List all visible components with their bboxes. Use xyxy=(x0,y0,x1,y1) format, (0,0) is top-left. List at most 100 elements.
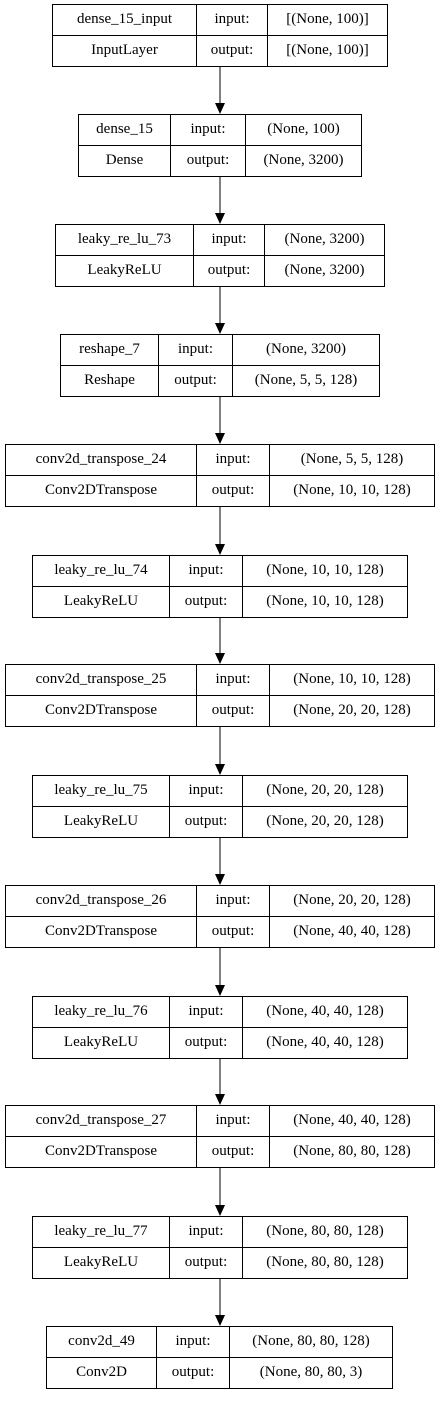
input-label: input: xyxy=(197,886,270,917)
arrowhead-icon xyxy=(215,985,225,996)
output-label: output: xyxy=(194,255,265,286)
input-shape: (None, 100) xyxy=(246,115,361,146)
input-shape: (None, 80, 80, 128) xyxy=(243,1217,407,1248)
input-label: input: xyxy=(171,115,246,146)
input-label: input: xyxy=(157,1327,230,1358)
layer-type: Reshape xyxy=(61,365,159,396)
input-label: input: xyxy=(197,665,270,696)
output-label: output: xyxy=(159,365,233,396)
arrowhead-icon xyxy=(215,544,225,555)
layer-name: leaky_re_lu_74 xyxy=(33,556,170,587)
arrowhead-icon xyxy=(215,213,225,224)
arrowhead-icon xyxy=(215,1094,225,1105)
arrowhead-icon xyxy=(215,764,225,775)
output-label: output: xyxy=(197,1136,270,1167)
input-shape: (None, 40, 40, 128) xyxy=(243,997,407,1028)
output-shape: (None, 10, 10, 128) xyxy=(266,593,384,610)
layer-type: Conv2DTranspose xyxy=(6,1136,197,1167)
output-shape: (None, 80, 80, 3) xyxy=(259,1364,363,1381)
layer-type: LeakyReLU xyxy=(33,1247,170,1278)
input-shape: (None, 3200) xyxy=(265,225,384,256)
arrowhead-icon xyxy=(215,1315,225,1326)
arrowhead-icon xyxy=(215,323,225,334)
arrowhead-icon xyxy=(215,874,225,885)
output-label: output: xyxy=(197,35,268,66)
output-shape: (None, 80, 80, 128) xyxy=(266,1254,384,1271)
output-label: output: xyxy=(170,1027,243,1058)
output-shape: (None, 3200) xyxy=(263,152,344,169)
output-label: output: xyxy=(157,1357,230,1388)
input-shape: (None, 20, 20, 128) xyxy=(270,886,434,917)
layer-type: LeakyReLU xyxy=(56,255,194,286)
input-label: input: xyxy=(194,225,265,256)
input-shape: (None, 10, 10, 128) xyxy=(270,665,434,696)
input-shape: (None, 5, 5, 128) xyxy=(270,445,434,476)
input-label: input: xyxy=(170,1217,243,1248)
layer-name: leaky_re_lu_77 xyxy=(33,1217,170,1248)
output-shape: (None, 3200) xyxy=(284,262,365,279)
input-label: input: xyxy=(197,445,270,476)
input-label: input: xyxy=(159,335,233,366)
output-shape: (None, 40, 40, 128) xyxy=(266,1034,384,1051)
output-shape: (None, 40, 40, 128) xyxy=(293,923,411,940)
output-shape: (None, 20, 20, 128) xyxy=(266,813,384,830)
layer-name: leaky_re_lu_75 xyxy=(33,776,170,807)
output-shape: (None, 20, 20, 128) xyxy=(293,702,411,719)
input-shape: (None, 3200) xyxy=(233,335,379,366)
layer-name: conv2d_transpose_27 xyxy=(6,1106,197,1137)
layer-name: dense_15 xyxy=(79,115,171,146)
layer-type: LeakyReLU xyxy=(33,806,170,837)
input-shape: (None, 80, 80, 128) xyxy=(230,1327,392,1358)
layer-name: dense_15_input xyxy=(53,5,197,36)
input-label: input: xyxy=(170,556,243,587)
output-shape: (None, 10, 10, 128) xyxy=(293,482,411,499)
layer-name: conv2d_49 xyxy=(47,1327,157,1358)
layer-name: conv2d_transpose_25 xyxy=(6,665,197,696)
layer-name: leaky_re_lu_76 xyxy=(33,997,170,1028)
output-label: output: xyxy=(170,1247,243,1278)
output-label: output: xyxy=(170,586,243,617)
output-shape: (None, 80, 80, 128) xyxy=(293,1143,411,1160)
layer-name: reshape_7 xyxy=(61,335,159,366)
input-label: input: xyxy=(197,1106,270,1137)
output-label: output: xyxy=(170,806,243,837)
output-shape: (None, 5, 5, 128) xyxy=(254,372,358,389)
layer-type: Conv2D xyxy=(47,1357,157,1388)
arrowhead-icon xyxy=(215,1205,225,1216)
layer-type: Dense xyxy=(79,145,171,176)
arrowhead-icon xyxy=(215,653,225,664)
layer-type: Conv2DTranspose xyxy=(6,916,197,947)
output-label: output: xyxy=(171,145,246,176)
input-shape: [(None, 100)] xyxy=(268,5,387,36)
layer-type: LeakyReLU xyxy=(33,586,170,617)
output-label: output: xyxy=(197,475,270,506)
arrowhead-icon xyxy=(215,103,225,114)
input-shape: (None, 10, 10, 128) xyxy=(243,556,407,587)
input-label: input: xyxy=(170,997,243,1028)
layer-type: Conv2DTranspose xyxy=(6,475,197,506)
layer-name: conv2d_transpose_26 xyxy=(6,886,197,917)
arrowhead-icon xyxy=(215,433,225,444)
output-label: output: xyxy=(197,916,270,947)
layer-type: LeakyReLU xyxy=(33,1027,170,1058)
input-shape: (None, 20, 20, 128) xyxy=(243,776,407,807)
layer-type: Conv2DTranspose xyxy=(6,695,197,726)
input-label: input: xyxy=(197,5,268,36)
layer-type: InputLayer xyxy=(53,35,197,66)
layer-name: conv2d_transpose_24 xyxy=(6,445,197,476)
input-shape: (None, 40, 40, 128) xyxy=(270,1106,434,1137)
